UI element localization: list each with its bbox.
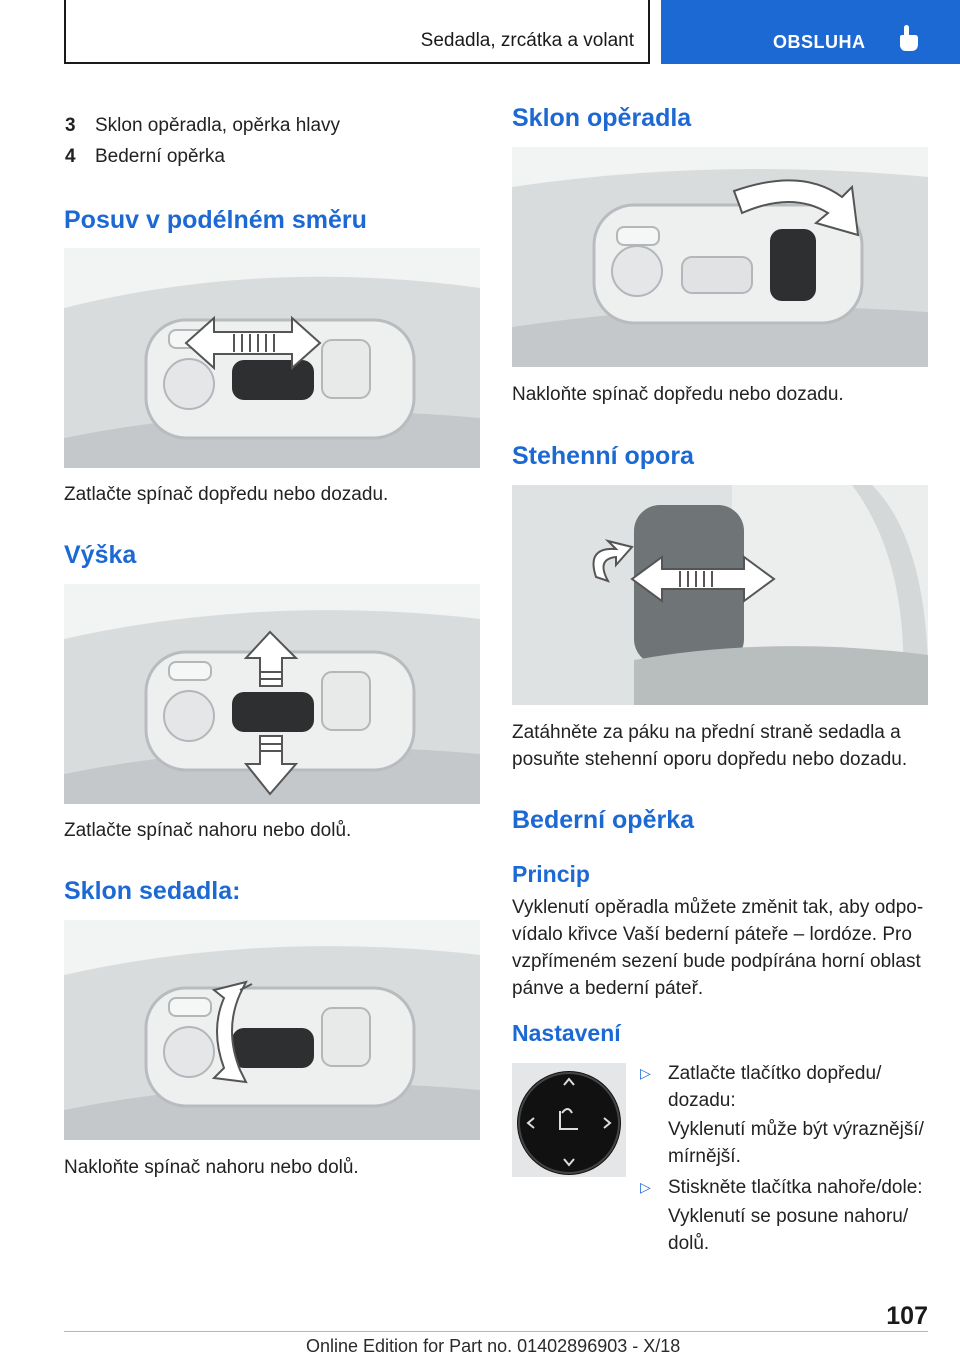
bullet-text: Zatlačte tlačítko dopředu/ dozadu: [668, 1063, 882, 1111]
header-chapter-tab: OBSLUHA [661, 0, 960, 64]
image-seat-switch-longitudinal [64, 248, 480, 468]
heading-lumbar-support: Bederní opěrka [512, 806, 695, 834]
image-lumbar-control [512, 1063, 626, 1177]
footer-divider [64, 1331, 928, 1332]
list-number: 4 [65, 146, 76, 167]
bullet-text: Stiskněte tlačítka nahoře/dole: [668, 1177, 923, 1198]
header-section-title: Sedadla, zrcátka a volant [420, 30, 634, 51]
bullet-subtext-text: Vyklenutí může být výraznější/ mírnější. [668, 1119, 924, 1167]
list-text: Sklon opěradla, opěrka hlavy [95, 115, 341, 136]
triangle-bullet-icon: ▷ [640, 1179, 651, 1195]
heading-thigh-support: Stehenní opora [512, 442, 694, 470]
image-backrest-switch [512, 147, 928, 367]
heading-height: Výška [64, 541, 137, 569]
heading-backrest-tilt: Sklon opěradla [512, 104, 692, 132]
heading-seat-tilt: Sklon sedadla: [64, 877, 241, 905]
image-seat-switch-tilt [64, 920, 480, 1140]
text-thigh-support: Zatáhněte za páku na přední straně sedad… [512, 722, 908, 770]
image-thigh-support [512, 485, 928, 705]
text-longitudinal: Zatlačte spínač dopředu nebo dozadu. [64, 484, 389, 505]
subheading-adjustment: Nastavení [512, 1020, 621, 1046]
hand-pointer-icon [900, 25, 918, 51]
header-chapter-title: OBSLUHA [773, 32, 866, 52]
header-section-box: Sedadla, zrcátka a volant [64, 0, 650, 64]
triangle-bullet-icon: ▷ [640, 1065, 651, 1081]
text-principle: Vyklenutí opěradla můžete změnit tak, ab… [512, 897, 924, 999]
footer-edition: Online Edition for Part no. 01402896903 … [306, 1336, 681, 1356]
image-seat-switch-height [64, 584, 480, 804]
text-backrest-tilt: Nakloňte spínač dopředu nebo dozadu. [512, 384, 844, 405]
heading-longitudinal: Posuv v podélném směru [64, 206, 367, 234]
bullet-subtext-text: Vyklenutí se posune nahoru/ dolů. [668, 1206, 909, 1254]
list-number: 3 [65, 115, 76, 136]
text-height: Zatlačte spínač nahoru nebo dolů. [64, 820, 352, 841]
list-text: Bederní opěrka [95, 146, 225, 167]
text-seat-tilt: Nakloňte spínač nahoru nebo dolů. [64, 1157, 359, 1178]
subheading-principle: Princip [512, 861, 590, 887]
page-number: 107 [886, 1302, 928, 1330]
